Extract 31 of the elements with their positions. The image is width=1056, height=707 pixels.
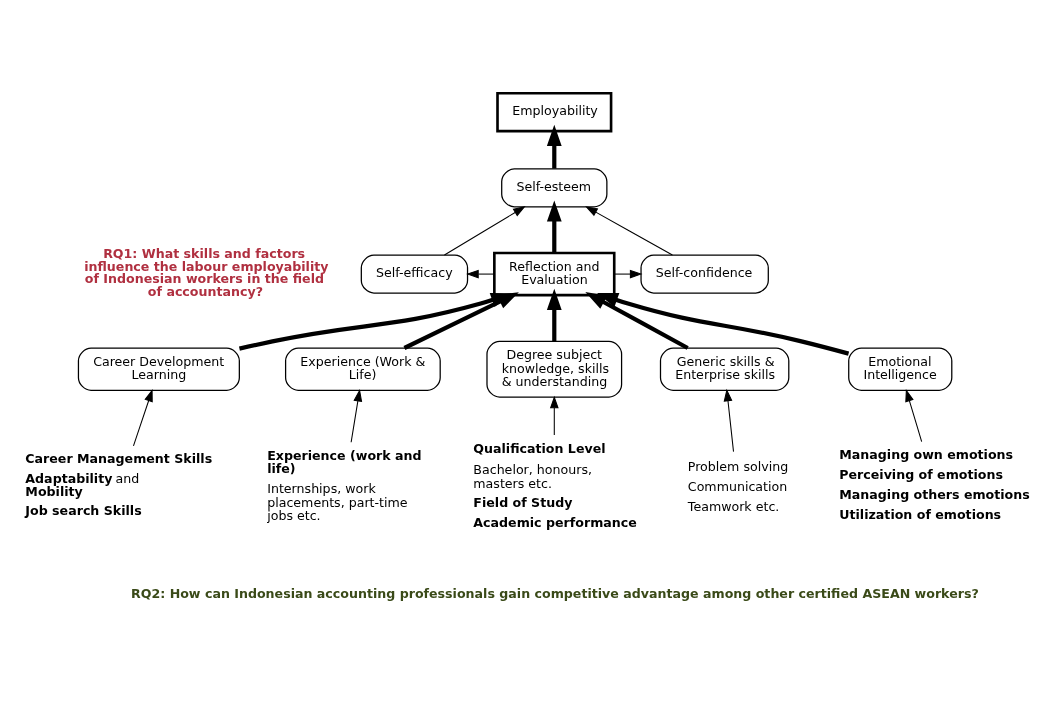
- arrow: [546, 124, 562, 169]
- node-box: Self-esteem: [501, 167, 608, 207]
- node-box: Experience (Work & Life): [285, 347, 441, 391]
- arrow: [443, 205, 526, 255]
- node-text: Experience (work and life) Internships, work placements, part-time jobs etc.: [267, 447, 422, 523]
- arrow: [546, 288, 562, 341]
- node-box: Self-efficacy: [360, 254, 469, 294]
- node-text: Problem solving Communication Teamwork etc.: [687, 458, 789, 514]
- node-box: Generic skills & Enterprise skills: [659, 347, 790, 391]
- label: RQ2: How can Indonesian accounting professionals gain competitive advantage among other certified ASEAN workers?: [131, 585, 979, 601]
- node-box: Emotional Intelligence: [848, 347, 953, 391]
- arrow: [905, 388, 923, 442]
- node-box: Employability: [496, 91, 613, 132]
- arrow: [585, 205, 673, 255]
- node-text: Qualification Level Bachelor, honours, masters etc. Field of Study Academic performance: [473, 440, 637, 530]
- node-box: Degree subject knowledge, skills & understanding: [486, 340, 623, 398]
- node-box: Career Development Learning: [77, 347, 240, 391]
- arrow: [546, 199, 562, 253]
- node-box: Reflection and Evaluation: [493, 251, 616, 296]
- arrow: [613, 269, 643, 278]
- arrow: [723, 388, 735, 452]
- arrow: [549, 395, 559, 435]
- node-box: Self-confidence: [640, 254, 769, 294]
- label: RQ1: What skills and factors influence the labour employability of Indonesian workers in the field of accountancy?: [84, 245, 329, 299]
- arrow: [350, 388, 363, 443]
- arrow: [597, 292, 850, 356]
- arrow: [585, 291, 689, 350]
- node-text: Career Management Skills Adaptability and Mobility Job search Skills: [25, 450, 213, 518]
- arrow: [132, 388, 153, 446]
- arrow: [466, 269, 495, 278]
- node-text: Managing own emotions Perceiving of emotions Managing others emotions Utilization of emotions: [839, 446, 1030, 522]
